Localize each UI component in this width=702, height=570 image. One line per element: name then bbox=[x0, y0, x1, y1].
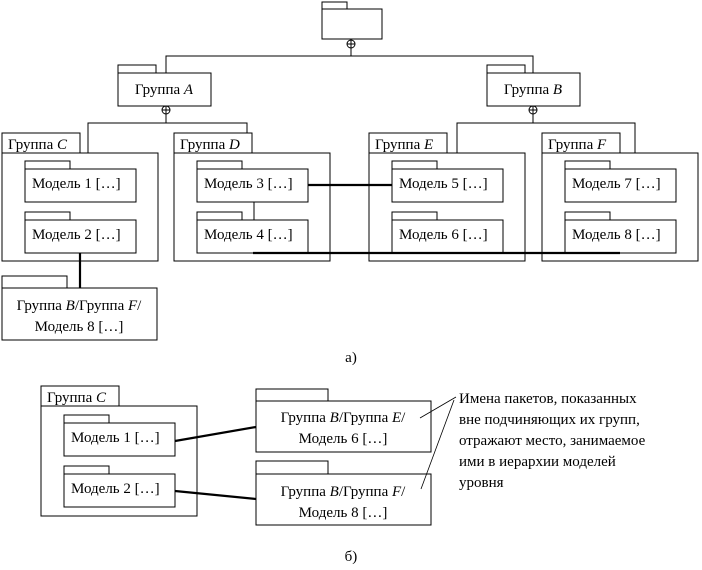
external-label-line2: Модель 6 […] bbox=[299, 431, 388, 447]
package-model-4[interactable]: Модель 4 […] bbox=[196, 211, 309, 254]
package-model-8[interactable]: Модель 8 […] bbox=[564, 211, 677, 254]
model-label: Модель 7 […] bbox=[572, 176, 661, 192]
group-b-label: Группа B bbox=[504, 82, 562, 98]
group-a-label: Группа A bbox=[135, 82, 194, 98]
package-model-3[interactable]: Модель 3 […] bbox=[196, 160, 309, 203]
root-package[interactable] bbox=[321, 1, 383, 40]
package-tab bbox=[391, 211, 438, 221]
package-model-5[interactable]: Модель 5 […] bbox=[391, 160, 504, 203]
external-label-line1: Группа B/Группа E/ bbox=[281, 410, 407, 426]
package-tab bbox=[117, 64, 157, 74]
package-model-7[interactable]: Модель 7 […] bbox=[564, 160, 677, 203]
package-body bbox=[564, 168, 677, 203]
package-body bbox=[1, 287, 158, 341]
package-body bbox=[196, 168, 309, 203]
package-body bbox=[321, 8, 383, 40]
svg-text:Имена пакетов, показанных: Имена пакетов, показанных bbox=[459, 391, 637, 407]
containment-icon bbox=[528, 105, 538, 123]
model-label: Модель 1 […] bbox=[71, 430, 160, 446]
caption-a: а) bbox=[345, 350, 357, 366]
model-label: Модель 3 […] bbox=[204, 176, 293, 192]
package-model-1[interactable]: Модель 1 […] bbox=[24, 160, 137, 203]
external-label-line2: Модель 8 […] bbox=[35, 319, 124, 335]
package-tab bbox=[255, 388, 329, 402]
package-external-b-e-model-6[interactable]: Группа B/Группа E/ Модель 6 […] bbox=[255, 388, 432, 453]
model-label: Модель 2 […] bbox=[71, 481, 160, 497]
svg-text:отражают место, занимаемое: отражают место, занимаемое bbox=[459, 433, 646, 449]
svg-text:уровня: уровня bbox=[459, 475, 504, 491]
package-external-b-f-model-8-b[interactable]: Группа B/Группа F/ Модель 8 […] bbox=[255, 460, 432, 526]
svg-text:вне подчиняющих их групп,: вне подчиняющих их групп, bbox=[459, 412, 640, 428]
package-tab bbox=[24, 160, 71, 170]
svg-text:ими в иерархии моделей: ими в иерархии моделей bbox=[459, 454, 616, 470]
package-body bbox=[255, 473, 432, 526]
group-c-label: Группа C bbox=[47, 390, 107, 406]
package-tab bbox=[63, 465, 110, 475]
caption-b: б) bbox=[345, 549, 358, 565]
model-label: Модель 4 […] bbox=[204, 227, 293, 243]
model-label: Модель 6 […] bbox=[399, 227, 488, 243]
tree-branch-root bbox=[165, 55, 534, 75]
package-tab bbox=[255, 460, 329, 475]
group-e-label: Группа E bbox=[375, 137, 433, 153]
containment-icon bbox=[161, 105, 171, 123]
package-tab bbox=[391, 160, 438, 170]
link-model1-model6 bbox=[174, 425, 257, 443]
model-label: Модель 1 […] bbox=[32, 176, 121, 192]
package-group-a[interactable]: Группа A bbox=[117, 64, 212, 107]
external-label-line1: Группа B/Группа F/ bbox=[281, 484, 407, 500]
package-group-b[interactable]: Группа B bbox=[486, 64, 581, 107]
package-tab bbox=[486, 64, 526, 74]
package-body bbox=[564, 219, 677, 254]
package-body bbox=[63, 422, 176, 457]
model-label: Модель 5 […] bbox=[399, 176, 488, 192]
package-tab bbox=[196, 211, 243, 221]
package-tab bbox=[63, 414, 110, 424]
tree-branch-b bbox=[456, 122, 636, 153]
external-label-line1: Группа B/Группа F/ bbox=[17, 298, 143, 314]
package-model-1-b[interactable]: Модель 1 […] bbox=[63, 414, 176, 457]
note-pointer-1 bbox=[419, 396, 457, 419]
model-label: Модель 8 […] bbox=[572, 227, 661, 243]
package-external-b-f-model-8[interactable]: Группа B/Группа F/ Модель 8 […] bbox=[1, 275, 158, 341]
package-body bbox=[255, 400, 432, 453]
package-tab bbox=[24, 211, 71, 221]
note-text: Имена пакетов, показанных вне подчиняющи… bbox=[459, 391, 646, 491]
package-body bbox=[196, 219, 309, 254]
group-c-label: Группа C bbox=[8, 137, 68, 153]
external-label-line2: Модель 8 […] bbox=[299, 505, 388, 521]
containment-icon bbox=[346, 39, 356, 56]
package-model-6[interactable]: Модель 6 […] bbox=[391, 211, 504, 254]
package-body bbox=[63, 473, 176, 508]
package-tab bbox=[564, 160, 611, 170]
package-tab bbox=[564, 211, 611, 221]
link-model2-model8 bbox=[174, 489, 257, 501]
package-body bbox=[24, 219, 137, 254]
group-f-label: Группа F bbox=[548, 137, 607, 153]
package-model-2-b[interactable]: Модель 2 […] bbox=[63, 465, 176, 508]
package-body bbox=[117, 72, 212, 107]
model-label: Модель 2 […] bbox=[32, 227, 121, 243]
package-tab bbox=[1, 275, 68, 289]
note-pointer-2 bbox=[420, 399, 455, 490]
package-body bbox=[486, 72, 581, 107]
package-body bbox=[24, 168, 137, 203]
package-model-2[interactable]: Модель 2 […] bbox=[24, 211, 137, 254]
package-tab bbox=[196, 160, 243, 170]
group-d-label: Группа D bbox=[180, 137, 240, 153]
